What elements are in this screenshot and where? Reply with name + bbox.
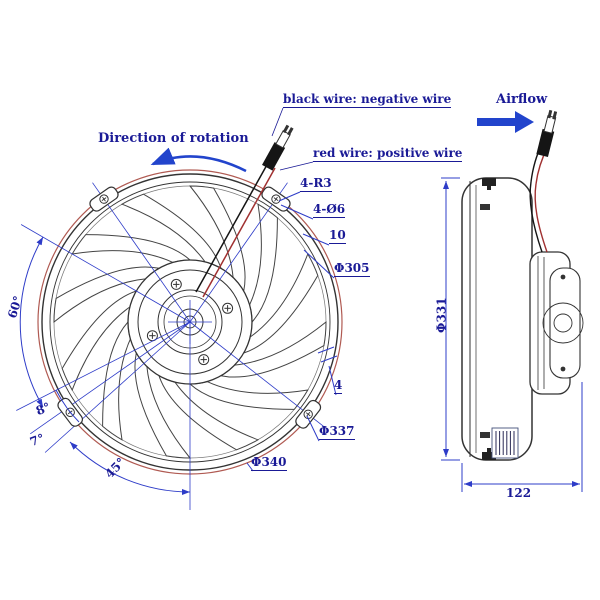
black-wire-label: black wire: negative wire (283, 92, 452, 109)
front-wires (195, 162, 276, 298)
side-connector (536, 109, 558, 157)
dim-ring-diameter: Φ337 (319, 424, 355, 441)
rotation-arrow (150, 147, 247, 173)
dim-body-diameter: Φ331 (434, 297, 449, 333)
dim-outer-diameter: Φ340 (251, 455, 287, 472)
red-wire-label: red wire: positive wire (313, 146, 463, 163)
airflow-label: Airflow (496, 92, 548, 107)
front-connector (262, 124, 294, 171)
airflow-arrow (477, 111, 534, 133)
dim-depth: 122 (506, 486, 532, 500)
direction-of-rotation-label: Direction of rotation (98, 131, 249, 146)
center-crosshair (168, 300, 212, 344)
dim-hole-diameter: 4-Ø6 (313, 202, 346, 219)
sticker-stripes (495, 431, 515, 455)
fan-side-view (461, 109, 584, 461)
motor-housing (529, 251, 584, 395)
hub-screws (146, 278, 234, 366)
side-tab-top (482, 178, 496, 190)
angle-reference-lines (16, 182, 325, 510)
fan-blades (53, 185, 327, 459)
dimension-122 (461, 382, 583, 492)
label-sticker (491, 427, 519, 459)
dim-blade-diameter: Φ305 (334, 261, 370, 278)
angle-arcs (19, 236, 191, 495)
side-wires (529, 143, 549, 253)
dim-tab-width: 10 (329, 228, 346, 245)
dim-corner-radius: 4-R3 (300, 176, 332, 193)
fan-front-view (16, 169, 343, 510)
dimension-331 (441, 177, 460, 461)
leader-lines (246, 107, 338, 472)
dim-tab-thickness: 4 (334, 378, 343, 395)
